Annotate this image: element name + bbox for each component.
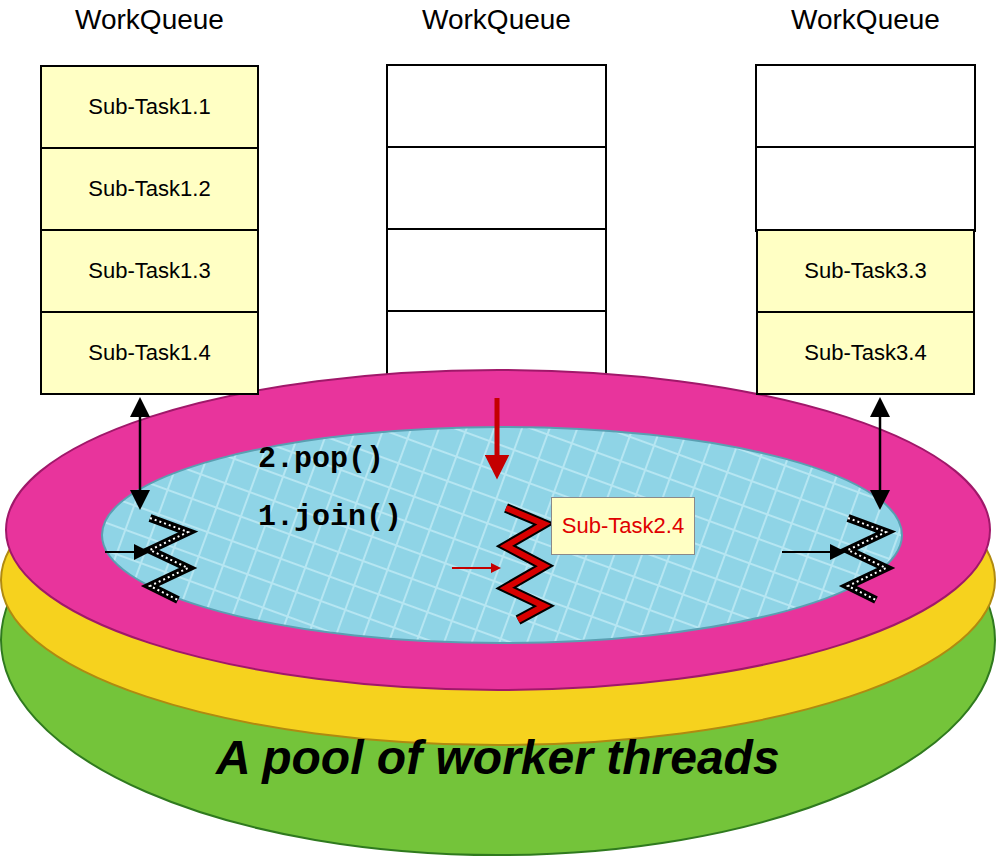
sub-task-label: Sub-Task1.2 (88, 176, 210, 202)
method-call: 1.join() (258, 500, 402, 534)
sub-task-cell: Sub-Task3.3 (756, 229, 975, 313)
worker-thread (848, 518, 886, 600)
sub-task-label: Sub-Task1.4 (88, 340, 210, 366)
work-queue: WorkQueue (387, 0, 606, 397)
empty-queue-cells (387, 65, 975, 395)
worker-thread-shading (150, 518, 188, 600)
sub-task-cell: Sub-Task1.3 (40, 229, 259, 313)
worker-thread-shading (848, 518, 886, 600)
thread-pointer (782, 551, 842, 553)
work-queue: WorkQueueSub-Task1.1Sub-Task1.2Sub-Task1… (40, 0, 259, 397)
empty-cell (387, 229, 606, 313)
sub-task-cell: Sub-Task1.1 (40, 65, 259, 149)
push-pop-arrow (879, 402, 882, 505)
queue-heading: WorkQueue (367, 4, 626, 36)
queue-heading: WorkQueue (736, 4, 995, 36)
sub-task-cell: Sub-Task1.2 (40, 147, 259, 231)
sub-task-label: Sub-Task1.3 (88, 258, 210, 284)
thread-pointer (452, 567, 498, 569)
pool-magenta-ring (6, 370, 990, 690)
thread-pointer (105, 551, 146, 553)
empty-cell (756, 147, 975, 231)
sub-task-label: Sub-Task2.4 (562, 513, 684, 539)
empty-cell (387, 147, 606, 231)
sub-task-cell: Sub-Task3.4 (756, 311, 975, 395)
sub-task-label: Sub-Task3.4 (804, 340, 926, 366)
method-call: 2.pop() (258, 442, 384, 476)
stolen-sub-task-box: Sub-Task2.4 (551, 497, 695, 555)
queue-heading: WorkQueue (20, 4, 279, 36)
active-thread-outline (506, 508, 544, 620)
empty-cell (387, 65, 606, 149)
push-pop-arrow (139, 402, 142, 505)
pool-water (102, 427, 902, 643)
empty-cell (756, 65, 975, 149)
sub-task-cell: Sub-Task1.4 (40, 311, 259, 395)
worker-thread (150, 518, 188, 600)
pop-arrow (495, 398, 500, 472)
active-thread (506, 508, 544, 620)
work-queue: WorkQueueSub-Task3.3Sub-Task3.4 (756, 0, 975, 397)
sub-task-label: Sub-Task3.3 (804, 258, 926, 284)
sub-task-label: Sub-Task1.1 (88, 94, 210, 120)
pool-caption: A pool of worker threads (216, 730, 780, 785)
